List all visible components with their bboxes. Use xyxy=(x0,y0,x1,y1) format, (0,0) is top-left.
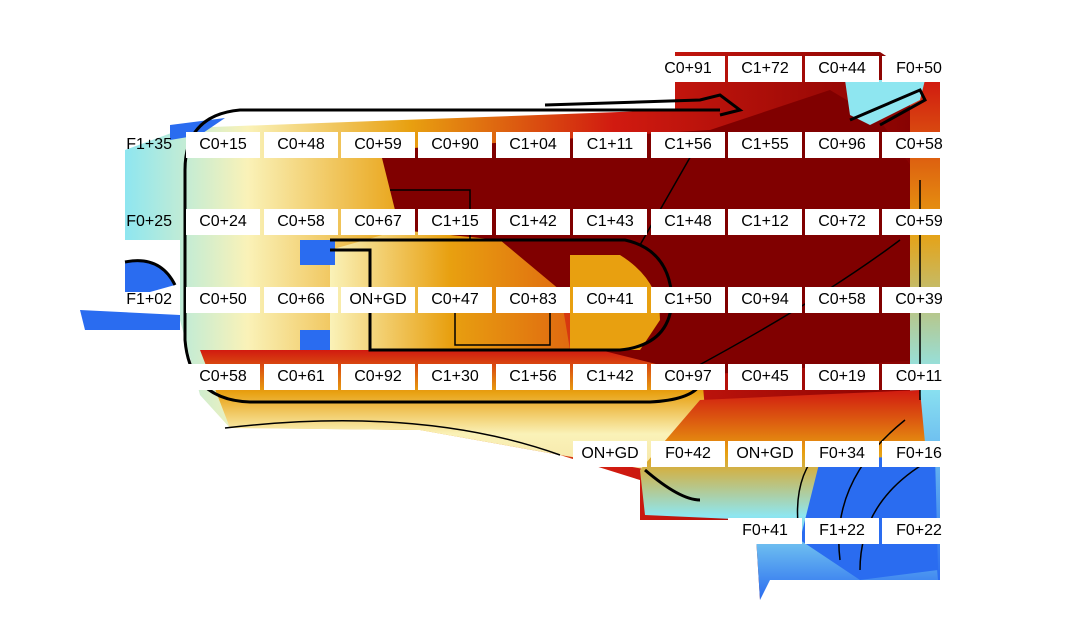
grid-cell-label: C0+72 xyxy=(805,209,879,235)
grid-cell-label: C0+61 xyxy=(264,364,338,390)
thin-contour-1 xyxy=(224,420,561,456)
grid-cell-label: C0+50 xyxy=(186,287,260,313)
grid-cell-label: C0+83 xyxy=(496,287,570,313)
field-left-blob-d xyxy=(300,330,330,350)
grid-cell-label: C0+48 xyxy=(264,132,338,158)
grid-cell-label: C0+44 xyxy=(805,56,879,82)
grid-cell-label: C0+11 xyxy=(882,364,956,390)
grid-cell-label: C0+66 xyxy=(264,287,338,313)
field-lower-right-blue xyxy=(800,455,938,580)
grid-cell-label: C0+15 xyxy=(186,132,260,158)
grid-cell-label: C1+72 xyxy=(728,56,802,82)
grid-cell-label: C0+19 xyxy=(805,364,879,390)
grid-cell-label: C0+97 xyxy=(651,364,725,390)
right-contour xyxy=(849,88,927,127)
grid-cell-label: C1+55 xyxy=(728,132,802,158)
grid-cell-label: C0+92 xyxy=(341,364,415,390)
grid-cell-label: C1+42 xyxy=(496,209,570,235)
grid-cell-label: ON+GD xyxy=(728,441,802,467)
grid-cell-label: C1+43 xyxy=(573,209,647,235)
lower-contour-a xyxy=(644,468,701,502)
grid-cell-label: F0+42 xyxy=(651,441,725,467)
grid-cell-label: C0+94 xyxy=(728,287,802,313)
grid-cell-label: C0+47 xyxy=(418,287,492,313)
thin-contour-3 xyxy=(454,305,551,346)
grid-cell-label: C1+15 xyxy=(418,209,492,235)
grid-cell-label: C0+45 xyxy=(728,364,802,390)
field-left-blob-a xyxy=(125,260,175,292)
grid-cell-label: C0+90 xyxy=(418,132,492,158)
grid-cell-label: C0+67 xyxy=(341,209,415,235)
grid-cell-label: C1+56 xyxy=(651,132,725,158)
grid-cell-label: C1+56 xyxy=(496,364,570,390)
grid-cell-label: F0+41 xyxy=(728,518,802,544)
grid-cell-label: C1+04 xyxy=(496,132,570,158)
grid-cell-label: C1+42 xyxy=(573,364,647,390)
field-left-blob-e xyxy=(300,240,335,265)
grid-cell-label: C0+58 xyxy=(264,209,338,235)
grid-cell-label: C0+58 xyxy=(805,287,879,313)
grid-cell-label: C0+59 xyxy=(341,132,415,158)
grid-cell-label: C1+30 xyxy=(418,364,492,390)
grid-cell-label: C1+48 xyxy=(651,209,725,235)
grid-cell-label: C0+24 xyxy=(186,209,260,235)
left-blob-contour xyxy=(124,259,177,286)
thin-contour-5 xyxy=(859,459,931,571)
grid-cell-label: F0+34 xyxy=(805,441,879,467)
grid-cell-label: F0+22 xyxy=(882,518,956,544)
grid-cell-label: C0+39 xyxy=(882,287,956,313)
grid-cell-label: C0+91 xyxy=(651,56,725,82)
grid-cell-label: C0+58 xyxy=(186,364,260,390)
grid-cell-label: C0+96 xyxy=(805,132,879,158)
row-label: F1+02 xyxy=(126,291,172,308)
grid-cell-label: F1+22 xyxy=(805,518,879,544)
grid-cell-label: C1+12 xyxy=(728,209,802,235)
grid-cell-label: C0+58 xyxy=(882,132,956,158)
grid-cell-label: ON+GD xyxy=(573,441,647,467)
grid-cell-label: C0+41 xyxy=(573,287,647,313)
row-label: F1+35 xyxy=(126,136,172,153)
row-label: F0+25 xyxy=(126,213,172,230)
grid-cell-label: F0+50 xyxy=(882,56,956,82)
grid-cell-label: F0+16 xyxy=(882,441,956,467)
grid-cell-label: ON+GD xyxy=(341,287,415,313)
grid-cell-label: C1+50 xyxy=(651,287,725,313)
grid-cell-label: C1+11 xyxy=(573,132,647,158)
arrow-contour xyxy=(544,93,744,117)
grid-cell-label: C0+59 xyxy=(882,209,956,235)
field-left-blob-b xyxy=(80,310,180,330)
